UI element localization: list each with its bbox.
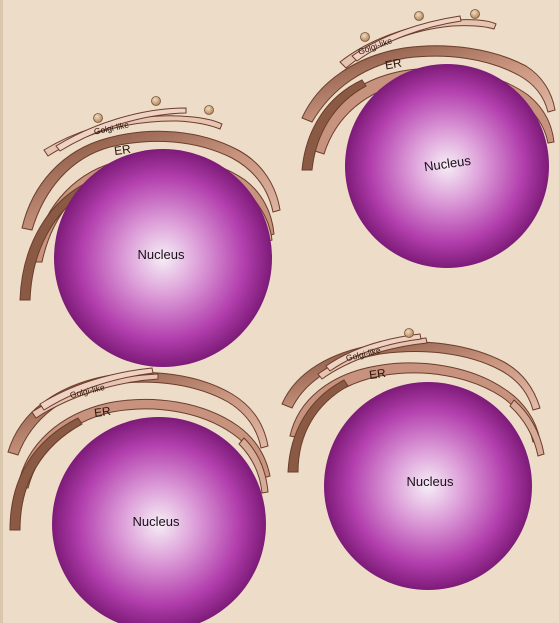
vesicle [471,10,480,19]
vesicle [405,329,414,338]
nucleus [54,149,272,367]
vesicle [205,106,214,115]
vesicle [415,12,424,21]
cell-4: Nucleus ER Golgi-like [282,329,544,591]
nucleus [345,64,549,268]
vesicle [152,97,161,106]
vesicle [361,33,370,42]
cell-1: Nucleus ER Golgi-like [20,97,280,368]
nucleus [324,382,532,590]
vesicle [94,114,103,123]
cell-3: Nucleus ER Golgi-like [8,368,270,623]
nucleus [52,417,266,623]
cell-2: Nucleus ER Golgi-like [302,10,555,269]
